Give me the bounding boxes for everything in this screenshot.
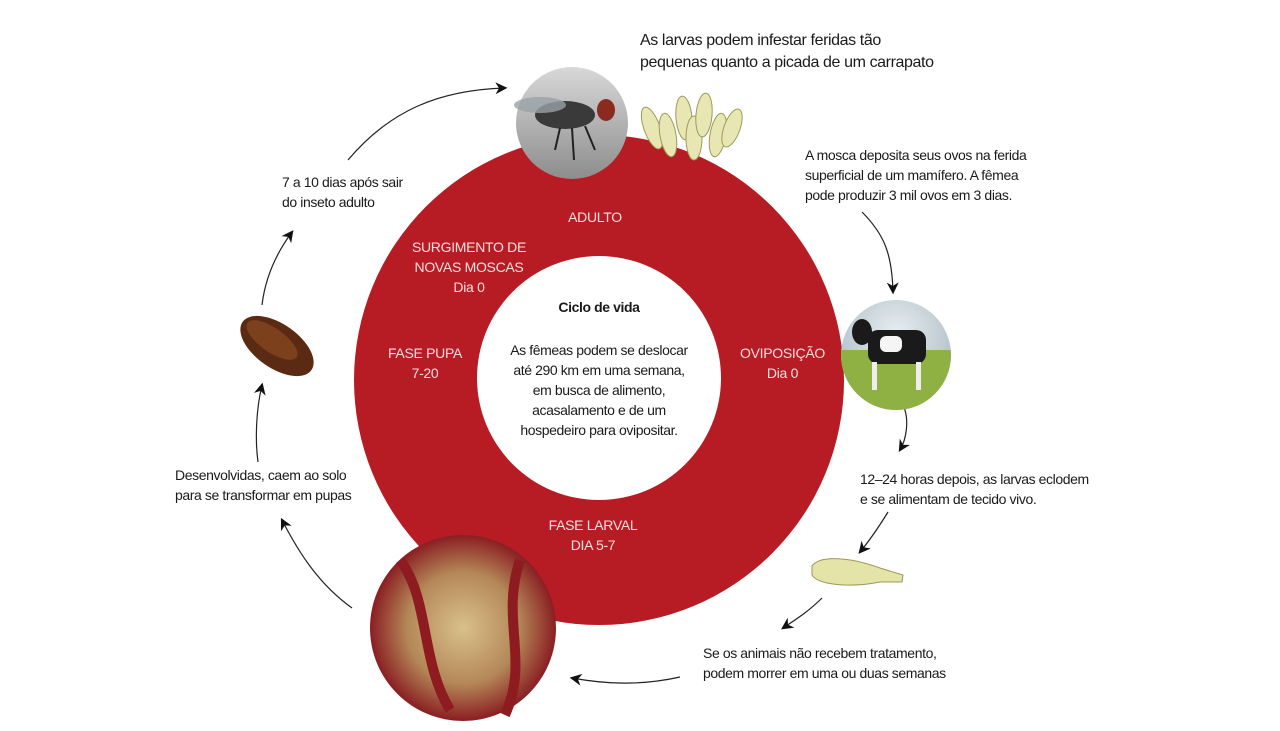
annotation-line: para se transformar em pupas [175,487,352,503]
stage-adulto: ADULTO [568,209,622,225]
annotation-line: pode produzir 3 mil ovos em 3 dias. [805,187,1012,203]
stage-line: Dia 0 [766,365,799,381]
annotation-line: superficial de um mamífero. A fêmea [805,167,1019,183]
annotation-top: As larvas podem infestar feridas tão peq… [640,30,934,74]
annotation-line: e se alimentam de tecido vivo. [860,491,1037,507]
annotation-line: 7 a 10 dias após sair [282,174,403,190]
stage-line: NOVAS MOSCAS [414,259,524,275]
center-line: até 290 km em uma semana, [513,362,685,378]
annotation-line: podem morrer em uma ou duas semanas [703,665,946,681]
stage-line: FASE LARVAL [548,517,638,533]
center-text: As fêmeas podem se deslocar até 290 km e… [494,340,704,440]
annotation-line: A mosca deposita seus ovos na ferida [805,147,1027,163]
center-line: hospedeiro para ovipositar. [520,422,678,438]
stage-pupa: FASE PUPA 7-20 [380,343,470,383]
annotation-line: 12–24 horas depois, as larvas eclodem [860,471,1089,487]
annotation-line: As larvas podem infestar feridas tão [640,32,881,49]
annotation-death: Se os animais não recebem tratamento, po… [703,643,946,683]
annotation-hatch: 12–24 horas depois, as larvas eclodem e … [860,469,1089,509]
center-title: Ciclo de vida [558,299,640,315]
annotation-eggs: A mosca deposita seus ovos na ferida sup… [805,145,1027,205]
stage-larval: FASE LARVAL DIA 5-7 [543,515,643,555]
annotation-emerge: 7 a 10 dias após sair do inseto adulto [282,172,403,212]
stage-line: FASE PUPA [387,345,463,361]
pupa-image [240,315,314,377]
stage-line: SURGIMENTO DE [411,239,527,255]
wound-image [370,535,556,721]
annotation-line: do inseto adulto [282,194,375,210]
annotation-line: Se os animais não recebem tratamento, [703,645,937,661]
stage-line: 7-20 [411,365,439,381]
center-line: As fêmeas podem se deslocar [510,342,688,358]
stage-surgimento: SURGIMENTO DE NOVAS MOSCAS Dia 0 [405,237,533,297]
stage-line: DIA 5-7 [570,537,616,553]
stage-line: OVIPOSIÇÃO [740,345,825,361]
stage-line: Dia 0 [453,279,485,295]
center-line: acasalamento e de um [532,402,666,418]
larva-image [811,558,904,586]
center-line: em busca de alimento, [532,382,666,398]
annotation-fall: Desenvolvidas, caem ao solo para se tran… [175,465,352,505]
cow-image [841,300,951,410]
annotation-line: Desenvolvidas, caem ao solo [175,467,347,483]
annotation-line: pequenas quanto a picada de um carrapato [640,54,934,71]
center-circle [477,256,721,500]
eggs-image [640,92,743,161]
fly-image [514,67,628,179]
stage-oviposicao: OVIPOSIÇÃO Dia 0 [735,343,830,383]
